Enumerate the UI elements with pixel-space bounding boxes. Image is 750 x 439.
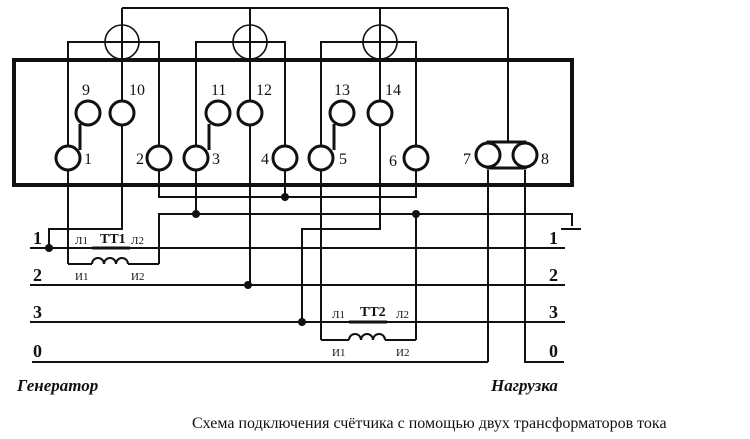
junction [192,210,200,218]
terminal-3 [182,144,210,172]
current-coil-1 [104,24,140,60]
label-terminal-2: 2 [136,151,144,168]
tt1-l1-label: Л1 [75,235,88,247]
wire-t14-down [301,124,381,322]
label-terminal-3: 3 [212,151,220,168]
bus-label-right-2: 2 [549,265,558,285]
bus-label-right-0: 0 [549,341,558,361]
junction [244,281,252,289]
wire-common [158,213,573,264]
terminal-7 [474,141,502,169]
tt1-i1-label: И1 [75,271,88,283]
bus-label-left-0: 0 [33,341,42,361]
label-terminal-5: 5 [339,151,347,168]
bus-label-right-3: 3 [549,302,558,322]
bus-label-right-1: 1 [549,228,558,248]
current-coil-2 [232,24,268,60]
label-terminal-4: 4 [261,151,269,168]
label-terminal-6: 6 [389,153,397,170]
terminal-1 [54,144,82,172]
junction [298,318,306,326]
terminal-2 [145,144,173,172]
label-terminal-13: 13 [334,82,350,99]
bracket-3 [320,41,417,145]
tt1-l2-label: Л2 [131,235,144,247]
tt1-i2-label: И2 [131,271,144,283]
current-coil-3 [362,24,398,60]
junction [45,244,53,252]
terminal-5 [307,144,335,172]
load-label: Нагрузка [490,376,558,395]
meter-body [12,58,574,187]
bracket-2 [195,41,286,145]
wire-t10-down [48,124,123,248]
terminal-10 [108,99,136,127]
label-terminal-14: 14 [385,82,401,99]
label-terminal-1: 1 [84,151,92,168]
bus-label-left-3: 3 [33,302,42,322]
label-terminal-7: 7 [463,151,471,168]
terminal-11 [204,99,232,127]
terminal-4 [271,144,299,172]
generator-label: Генератор [16,376,98,395]
terminal-9 [74,99,102,127]
junction [281,193,289,201]
diagram-caption: Схема подключения счётчика с помощью дву… [192,415,667,432]
terminal-14 [366,99,394,127]
terminal-12 [236,99,264,127]
label-terminal-10: 10 [129,82,145,99]
tt2-winding [348,333,386,341]
tt1-name: ТТ1 [100,232,126,247]
tt2-name: ТТ2 [360,305,386,320]
terminal-8 [511,141,539,169]
terminal-13 [328,99,356,127]
wire-t8-down [524,170,564,363]
tt2-l2-label: Л2 [396,309,409,321]
tt1-winding [91,257,129,265]
bracket-1 [67,41,160,145]
label-terminal-8: 8 [541,151,549,168]
label-terminal-12: 12 [256,82,272,99]
tt2-i1-label: И1 [332,347,345,359]
bus-label-left-1: 1 [33,228,42,248]
tt2-l1-label: Л1 [332,309,345,321]
bus-label-left-2: 2 [33,265,42,285]
label-terminal-9: 9 [82,82,90,99]
terminal-6 [402,144,430,172]
junction [412,210,420,218]
label-terminal-11: 11 [211,82,226,99]
tt2-i2-label: И2 [396,347,409,359]
